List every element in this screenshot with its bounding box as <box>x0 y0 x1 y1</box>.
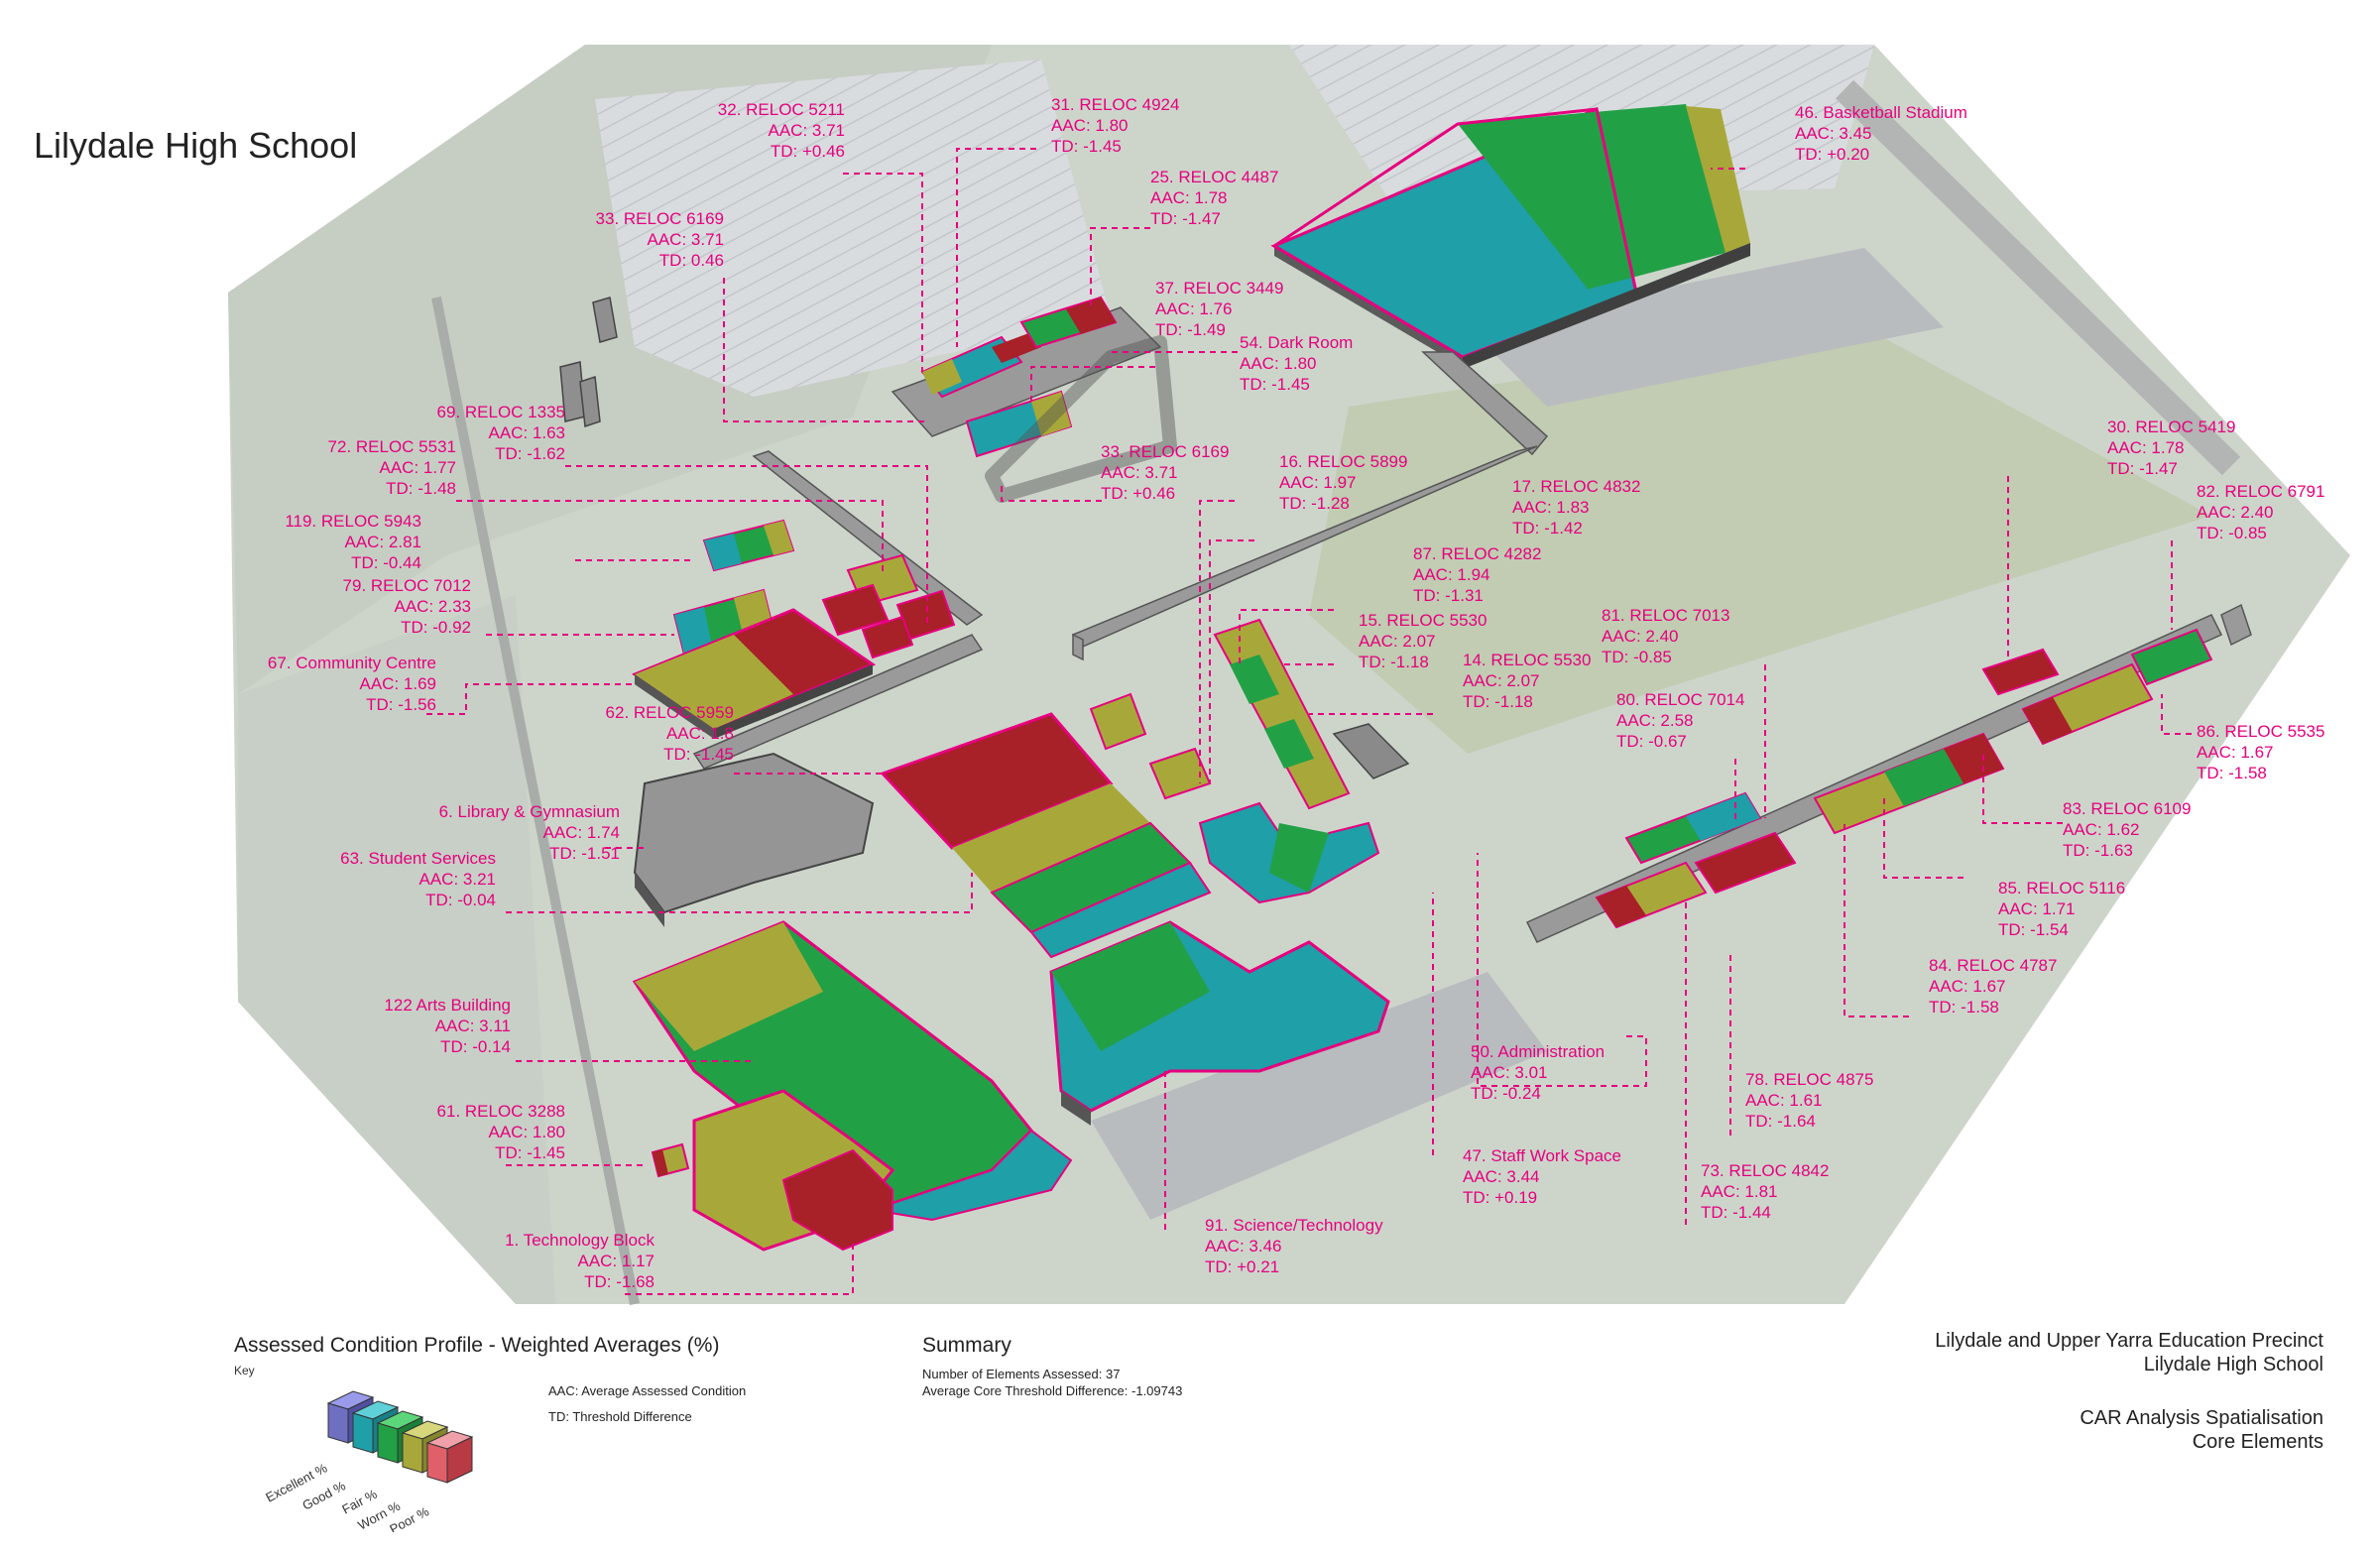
building-122-arts[interactable] <box>632 920 1073 1222</box>
grey-block-east <box>1332 723 1410 779</box>
carpark-north <box>1468 248 1944 407</box>
building-87-15-14-strip[interactable] <box>1198 618 1380 904</box>
legend-key-label: Key <box>234 1364 255 1377</box>
covered-walkway <box>1072 351 1549 661</box>
building-1-technology-block[interactable] <box>692 1089 895 1252</box>
precinct-name: Lilydale and Upper Yarra Education Preci… <box>1935 1330 2323 1352</box>
school-name: Lilydale High School <box>2143 1354 2323 1375</box>
grey-blocks-nw <box>559 297 618 428</box>
legend-title: Assessed Condition Profile - Weighted Av… <box>234 1334 720 1357</box>
legend-td-def: TD: Threshold Difference <box>548 1409 692 1424</box>
building-61-reloc-3288[interactable] <box>651 1142 690 1178</box>
building-72-69-relocs[interactable] <box>821 553 956 659</box>
legend-aac-def: AAC: Average Assessed Condition <box>548 1383 747 1398</box>
building-row-east[interactable] <box>1525 603 2252 943</box>
summary-average: Average Core Threshold Difference: -1.09… <box>922 1383 1183 1398</box>
summary: Summary Number of Elements Assessed: 37 … <box>922 1334 1182 1399</box>
legend-condition-blocks: Excellent % Good % Fair % Worn % Poor % <box>263 1390 474 1532</box>
building-67-community-centre[interactable] <box>631 608 877 739</box>
elements-scope: Core Elements <box>2192 1431 2323 1453</box>
analysis-name: CAR Analysis Spatialisation <box>2080 1407 2323 1429</box>
building-6-library-gymnasium[interactable] <box>633 752 875 927</box>
building-46-basketball-stadium[interactable] <box>1270 104 1750 369</box>
leader-lines <box>426 148 2192 1295</box>
legend-block-poor <box>425 1430 474 1484</box>
railway-line <box>431 297 640 1305</box>
building-62-reloc-5959[interactable] <box>880 712 1212 959</box>
building-16-reloc-5899[interactable] <box>1089 692 1212 800</box>
residential-south <box>238 595 555 1304</box>
page-title: Lilydale High School <box>34 125 358 166</box>
walkway-west <box>692 634 984 770</box>
building-91-science-technology[interactable] <box>1049 920 1390 1126</box>
main-road <box>1835 79 2241 476</box>
title-block: Lilydale and Upper Yarra Education Preci… <box>1935 1329 2323 1454</box>
legend: Assessed Condition Profile - Weighted Av… <box>234 1334 829 1532</box>
summary-elements: Number of Elements Assessed: 37 <box>922 1367 1121 1381</box>
building-cluster-north[interactable] <box>891 296 1177 503</box>
summary-title: Summary <box>922 1334 1012 1357</box>
building-119-reloc-5943[interactable] <box>702 519 795 572</box>
